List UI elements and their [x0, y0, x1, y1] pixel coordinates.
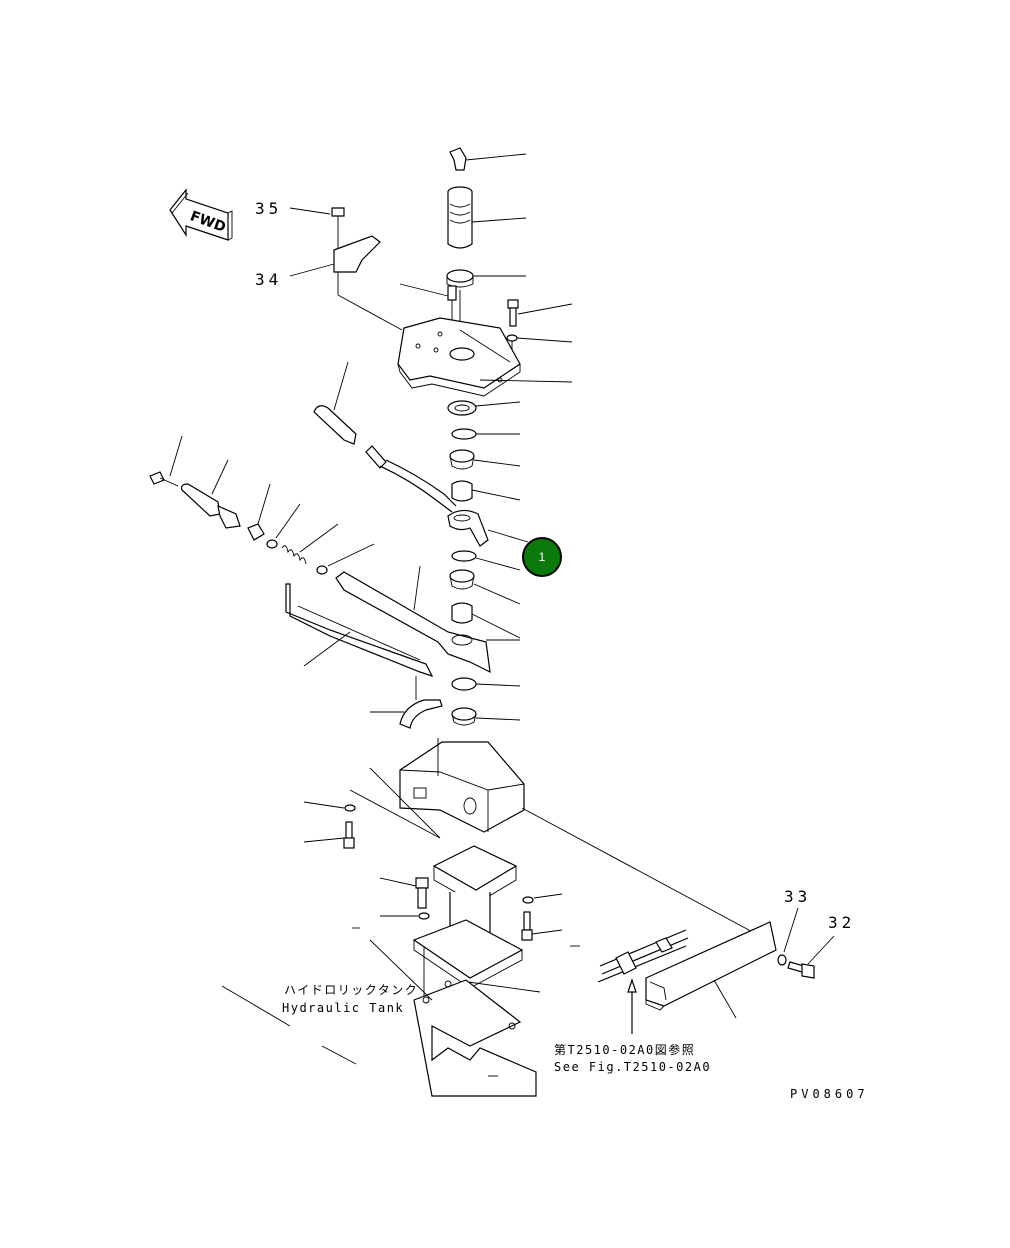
drawing-code: PV08607	[790, 1087, 869, 1101]
control-lever	[313, 361, 529, 547]
linkage-rod	[335, 565, 520, 674]
bolt-pedestal-left	[379, 877, 430, 920]
bearing-2	[451, 602, 521, 639]
o-ring-2	[451, 550, 521, 571]
ball	[316, 543, 375, 575]
bolt-pedestal-right	[521, 893, 563, 941]
bolt-right-top	[506, 299, 573, 362]
part-label-32: 32	[828, 913, 855, 932]
hydraulic-tank-label-jp: ハイドロリックタンク	[284, 983, 418, 997]
handle-washer	[266, 503, 301, 549]
o-ring-1	[451, 428, 520, 440]
fwd-arrow-icon: FWD	[169, 188, 233, 241]
part-label-33: 33	[784, 887, 811, 906]
seal	[451, 707, 521, 726]
washer-1	[447, 400, 521, 416]
fwd-label: FWD	[188, 208, 228, 236]
part-label-35: 35	[255, 199, 282, 218]
connector-line	[521, 807, 761, 937]
elbow-fitting	[449, 147, 527, 171]
lever-housing	[349, 738, 525, 839]
washer-33	[777, 954, 787, 966]
reference-label-jp: 第T2510-02A0図参照	[554, 1042, 695, 1057]
bolt-32	[787, 961, 815, 979]
highlight-callout-1[interactable]: 1	[522, 537, 562, 577]
hydraulic-tank	[221, 939, 537, 1097]
hydraulic-tank-label-en: Hydraulic Tank	[282, 1001, 404, 1015]
bearing-1	[451, 480, 521, 502]
gear-nut	[446, 269, 526, 346]
bolt-left-mid	[303, 801, 356, 849]
bushing-2	[449, 569, 521, 605]
handle-nut	[247, 483, 271, 541]
spring	[281, 523, 339, 565]
bushing-1	[449, 449, 521, 470]
reference-label-en: See Fig.T2510-02A0	[554, 1060, 711, 1074]
cover-plate	[645, 921, 777, 1019]
pedestal	[412, 845, 541, 996]
part-label-34: 34	[255, 270, 282, 289]
leader-line-33	[783, 907, 799, 953]
guide-bracket	[370, 676, 443, 729]
detent-plate	[285, 583, 434, 678]
bracket-34	[333, 235, 403, 331]
handle-bolt	[149, 435, 183, 487]
mounting-plate	[397, 317, 573, 397]
bolt-35	[331, 207, 345, 248]
leader-line-32	[807, 935, 835, 965]
filter-cartridge	[447, 186, 527, 249]
leader-line-35	[289, 207, 331, 215]
o-ring-3	[451, 677, 521, 691]
callout-number: 1	[539, 550, 546, 564]
leader-line-34	[289, 263, 335, 277]
handle-grip	[181, 459, 241, 529]
control-cable	[597, 929, 689, 1034]
